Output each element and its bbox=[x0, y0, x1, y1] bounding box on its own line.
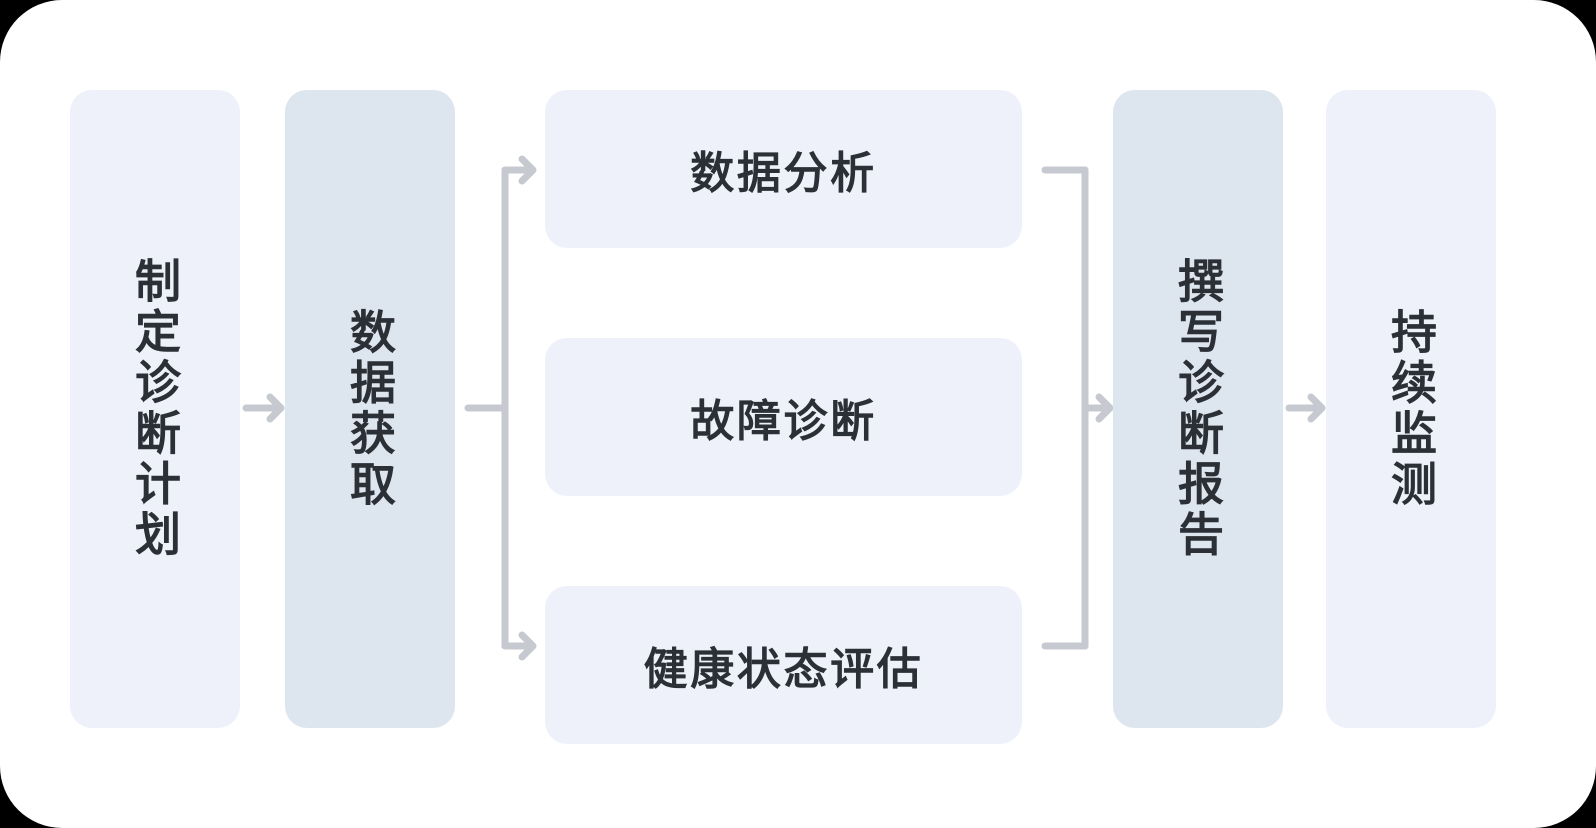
node-health-label: 健康状态评估 bbox=[643, 645, 924, 694]
node-analysis-label: 数据分析 bbox=[690, 149, 877, 198]
connector-plan-to-acquire bbox=[242, 397, 281, 419]
connector-report-to-monitor bbox=[1285, 397, 1322, 419]
node-monitor[interactable]: 持续监测 bbox=[1326, 90, 1496, 728]
node-fault[interactable]: 故障诊断 bbox=[545, 338, 1022, 496]
node-acquire-label: 数据获取 bbox=[344, 307, 397, 511]
node-report-label: 撰写诊断报告 bbox=[1172, 257, 1225, 561]
connector-merge-to-report bbox=[1081, 397, 1110, 419]
node-monitor-label: 持续监测 bbox=[1385, 307, 1438, 511]
node-acquire[interactable]: 数据获取 bbox=[285, 90, 455, 728]
node-plan-label: 制定诊断计划 bbox=[129, 257, 182, 561]
connector-merge-trunk bbox=[1041, 166, 1089, 650]
node-report[interactable]: 撰写诊断报告 bbox=[1113, 90, 1283, 728]
node-health[interactable]: 健康状态评估 bbox=[545, 586, 1022, 744]
connector-split-trunk bbox=[501, 159, 533, 657]
node-fault-label: 故障诊断 bbox=[690, 397, 877, 446]
node-plan[interactable]: 制定诊断计划 bbox=[70, 90, 240, 728]
node-analysis[interactable]: 数据分析 bbox=[545, 90, 1022, 248]
